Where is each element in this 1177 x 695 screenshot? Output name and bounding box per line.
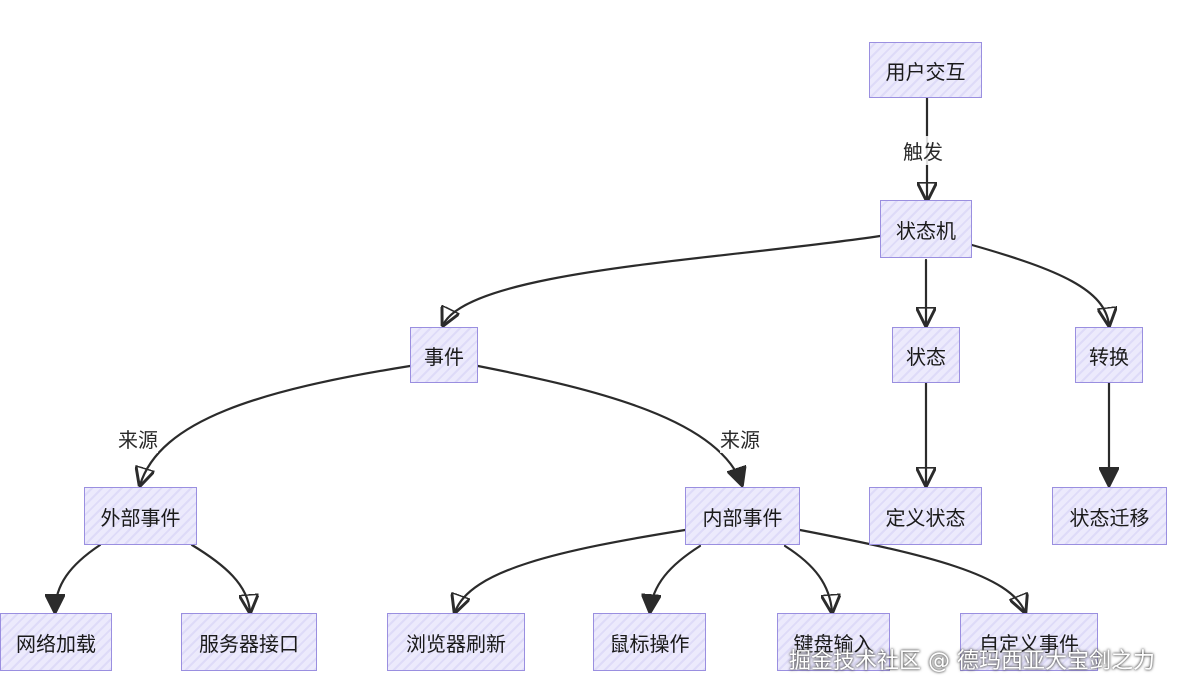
edge-label-source-left: 来源 <box>118 424 158 453</box>
edge-label-trigger: 触发 <box>903 136 943 165</box>
node-define-state: 定义状态 <box>869 487 982 545</box>
node-state-machine: 状态机 <box>880 200 972 258</box>
node-event: 事件 <box>410 327 478 383</box>
node-mouse-action: 鼠标操作 <box>593 613 706 671</box>
edge-event-to-external <box>140 364 412 485</box>
node-transition: 转换 <box>1075 327 1143 383</box>
node-state: 状态 <box>892 327 960 383</box>
edge-event-to-internal <box>476 364 742 485</box>
edge-internal-to-custom <box>798 528 1025 612</box>
edge-internal-to-browser <box>455 528 687 612</box>
edge-statemachine-to-event <box>443 234 882 325</box>
edge-external-to-network <box>55 543 102 612</box>
node-external-event: 外部事件 <box>84 487 197 545</box>
node-browser-refresh: 浏览器刷新 <box>387 613 525 671</box>
edge-internal-to-keyboard <box>783 544 832 612</box>
edge-internal-to-mouse <box>650 544 702 612</box>
edge-label-source-right: 来源 <box>720 424 760 453</box>
node-server-api: 服务器接口 <box>181 613 317 671</box>
node-internal-event: 内部事件 <box>685 487 800 545</box>
node-keyboard-input: 键盘输入 <box>777 613 890 671</box>
watermark: 掘金技术社区 @ 德玛西亚大宝剑之力 <box>789 649 1155 674</box>
node-custom-event: 自定义事件 <box>960 613 1098 671</box>
node-user-interaction: 用户交互 <box>869 42 982 98</box>
node-state-migration: 状态迁移 <box>1052 487 1167 545</box>
edge-external-to-server <box>190 543 250 612</box>
node-network-load: 网络加载 <box>0 613 112 671</box>
edge-statemachine-to-transition <box>970 243 1109 325</box>
